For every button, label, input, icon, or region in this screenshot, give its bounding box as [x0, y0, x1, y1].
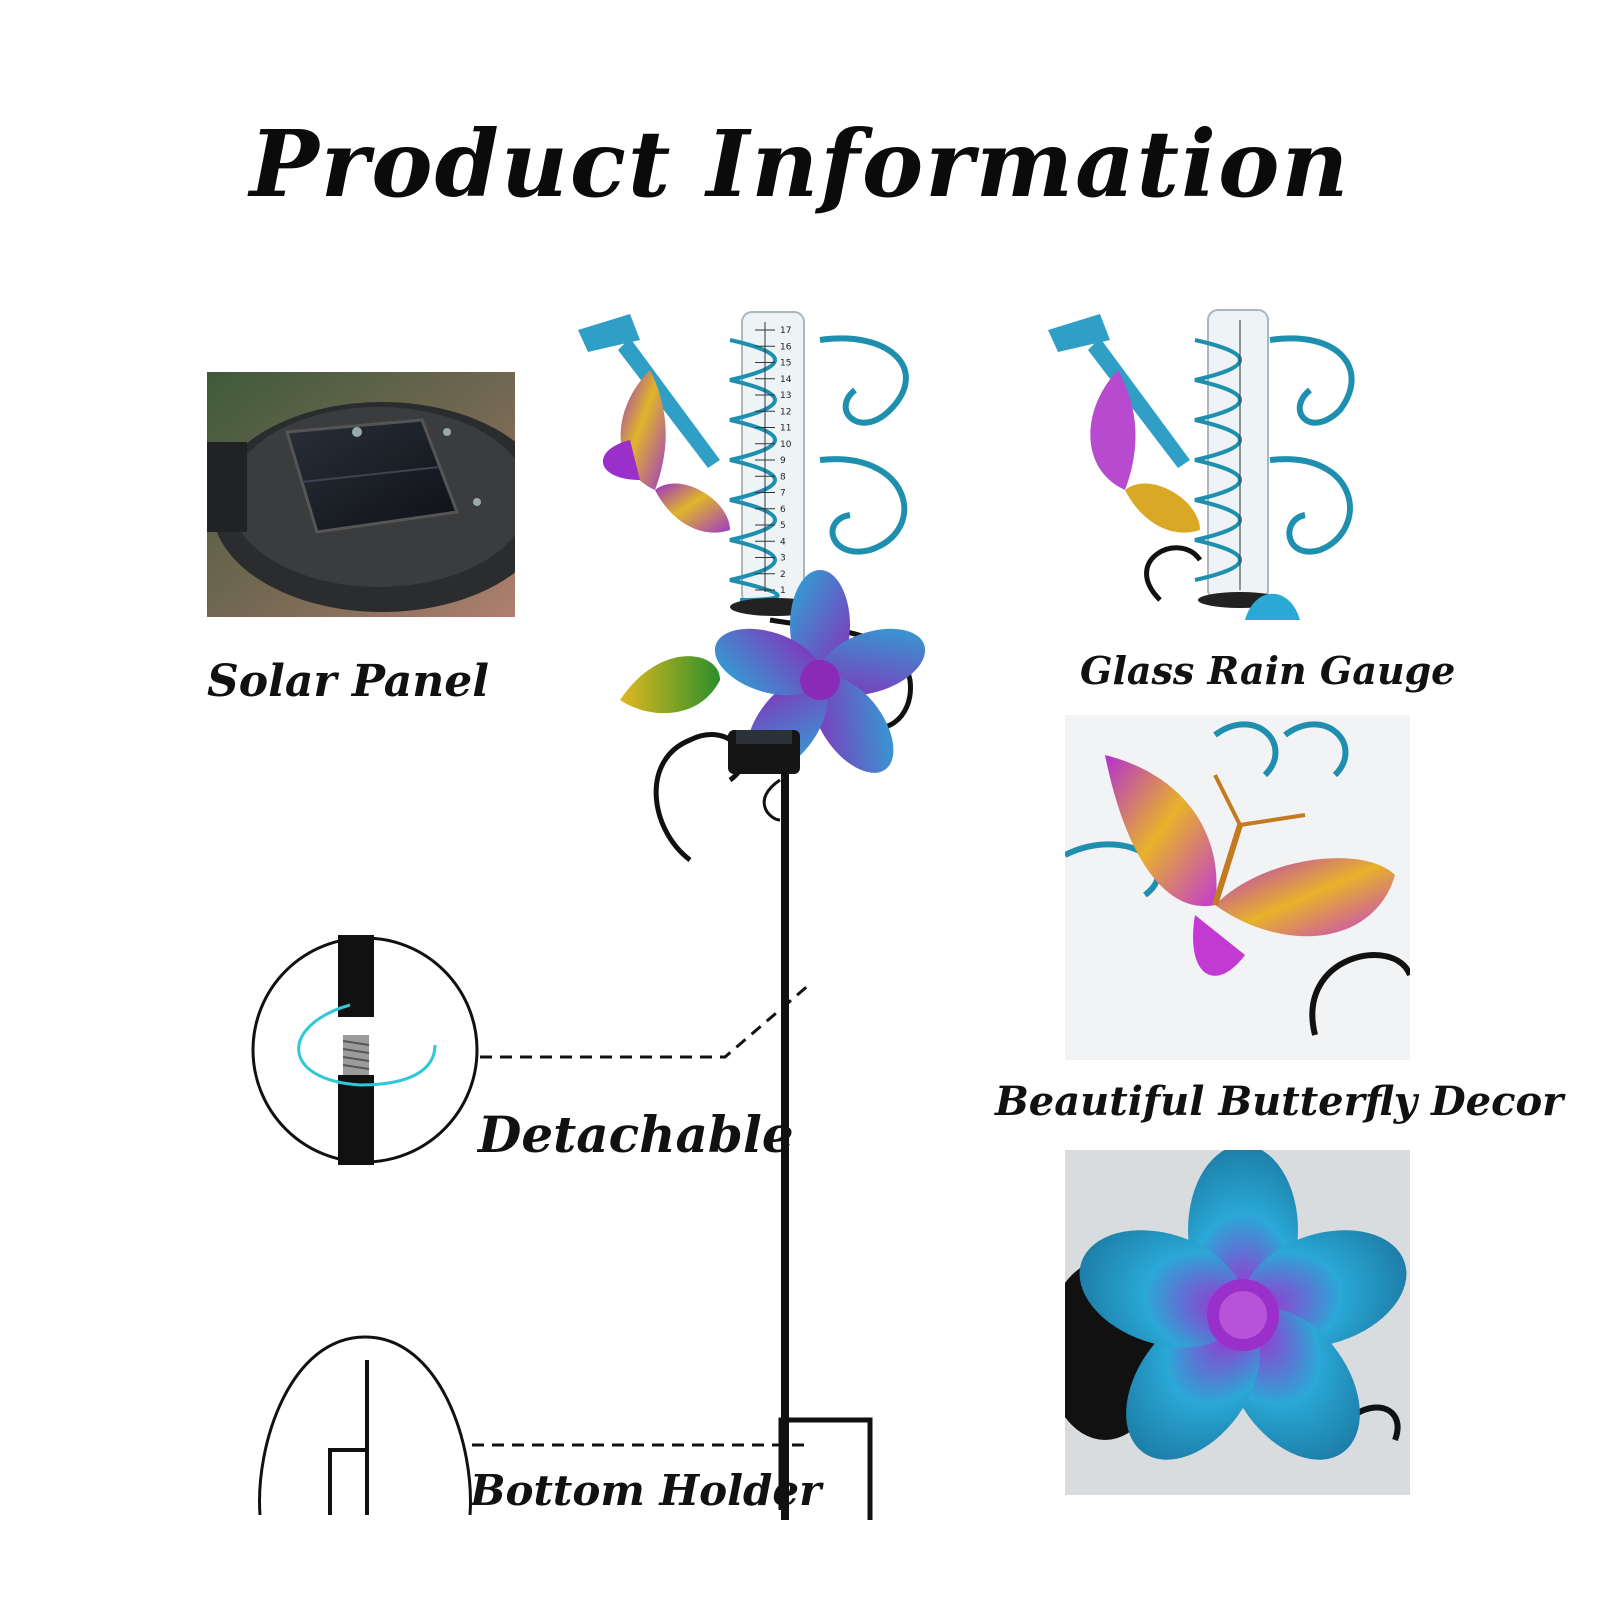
glass-rain-gauge-photo [1040, 300, 1380, 620]
butterfly-decor-photo [1065, 715, 1410, 1060]
gauge-scale-number: 12 [780, 407, 791, 417]
gauge-scale-number: 3 [780, 554, 786, 564]
detachable-detail-circle [250, 935, 480, 1165]
gauge-scale-number: 15 [780, 359, 791, 369]
gauge-scale-number: 16 [780, 342, 792, 352]
gauge-scale-number: 1 [780, 586, 786, 596]
gauge-scale-number: 6 [780, 505, 786, 515]
gauge-scale-number: 9 [780, 456, 786, 466]
product-main-illustration: 17 16 15 14 13 12 11 10 9 8 7 6 5 4 3 2 1 [570, 300, 970, 1520]
gauge-scale-number: 10 [780, 440, 792, 450]
glass-rain-gauge-label: Glass Rain Gauge [1080, 648, 1456, 693]
gauge-scale-number: 7 [780, 489, 786, 499]
gauge-scale-number: 13 [780, 391, 791, 401]
detachable-leader-line [480, 982, 810, 1062]
page-title: Product Information [249, 110, 1351, 218]
solar-panel-photo [207, 372, 515, 617]
butterfly-decor-label: Beautiful Butterfly Decor [995, 1078, 1564, 1125]
gauge-scale-number: 2 [780, 570, 786, 580]
gauge-scale-number: 11 [780, 424, 791, 434]
gauge-scale-number: 14 [780, 375, 792, 385]
bottom-holder-detail-circle [250, 1335, 480, 1515]
bottom-holder-label: Bottom Holder [470, 1466, 822, 1515]
detachable-label: Detachable [478, 1105, 794, 1164]
bottom-holder-leader-line [472, 1440, 812, 1450]
solar-panel-label: Solar Panel [207, 656, 489, 707]
gauge-scale-number: 5 [780, 521, 786, 531]
gauge-scale-number: 8 [780, 472, 786, 482]
gauge-scale-number: 4 [780, 537, 786, 547]
gauge-scale-number: 17 [780, 326, 791, 336]
flower-decor-photo [1065, 1150, 1410, 1495]
